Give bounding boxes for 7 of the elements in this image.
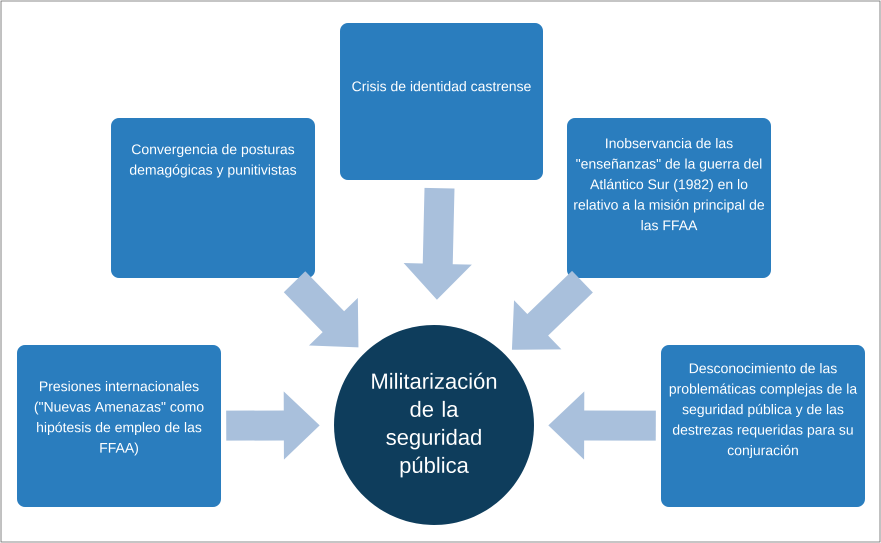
- process-box: Presiones internacionales ("Nuevas Amenazas" como hipótesis de empleo de las FFAA): [17, 345, 221, 507]
- process-box: Desconocimiento de las problemáticas complejas de la seguridad pública y de las destrezas requeridas para su conjuración: [661, 345, 865, 507]
- circle-node: Militarización de la seguridad pública: [334, 325, 534, 525]
- block-arrow: [284, 271, 358, 348]
- process-box: Convergencia de posturas demagógicas y punitivistas: [111, 118, 315, 278]
- process-box: Inobservancia de las "enseñanzas" de la guerra del Atlántico Sur (1982) en lo relativo a la misión principal de las FFAA: [567, 118, 771, 278]
- process-box: Crisis de identidad castrense: [340, 23, 543, 180]
